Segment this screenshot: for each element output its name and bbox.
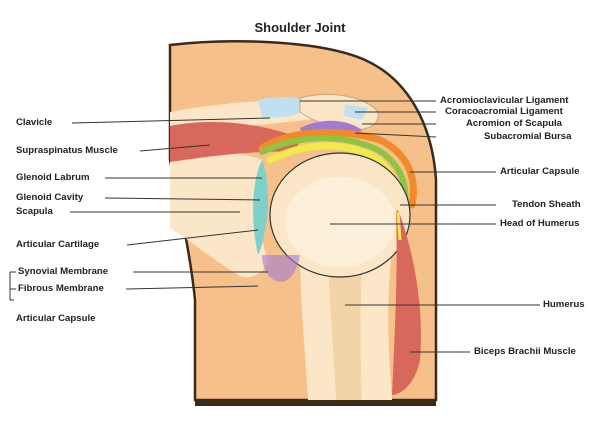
label-subacromial-bursa: Subacromial Bursa — [484, 131, 572, 142]
label-supraspinatus-muscle: Supraspinatus Muscle — [16, 145, 118, 156]
label-acromioclavicular-ligament: Acromioclavicular Ligament — [440, 95, 569, 106]
scapula-bone — [170, 150, 268, 278]
label-articular-capsule-left: Articular Capsule — [16, 313, 96, 324]
label-articular-cartilage: Articular Cartilage — [16, 239, 100, 250]
label-glenoid-labrum: Glenoid Labrum — [16, 172, 90, 183]
acromioclavicular-ligament — [258, 96, 312, 118]
diagram-title: Shoulder Joint — [254, 20, 346, 35]
humerus-head-inner — [285, 177, 395, 267]
biceps-tendon — [396, 211, 402, 241]
label-scapula: Scapula — [16, 206, 53, 217]
humerus-shaft-marrow — [328, 265, 362, 400]
label-synovial-membrane: Synovial Membrane — [18, 266, 109, 277]
label-glenoid-cavity: Glenoid Cavity — [16, 192, 84, 203]
label-tendon-sheath: Tendon Sheath — [512, 199, 581, 210]
bottom-band — [195, 400, 436, 406]
labrum-arc — [259, 135, 409, 208]
glenoid-cavity — [253, 160, 268, 255]
biceps-muscle — [392, 210, 421, 395]
label-biceps-brachii-muscle: Biceps Brachii Muscle — [474, 346, 576, 357]
label-humerus: Humerus — [543, 299, 585, 310]
label-fibrous-membrane: Fibrous Membrane — [18, 283, 104, 294]
label-head-of-humerus: Head of Humerus — [500, 218, 580, 229]
label-articular-capsule-right: Articular Capsule — [500, 166, 580, 177]
supraspinatus-muscle — [170, 122, 300, 162]
label-acromion-of-scapula: Acromion of Scapula — [466, 118, 562, 129]
leader-lines — [9, 100, 540, 353]
inferior-capsule — [262, 255, 300, 282]
label-clavicle: Clavicle — [16, 117, 53, 128]
label-coracoacromial-ligament: Coracoacromial Ligament — [445, 106, 563, 117]
articular-capsule-arc — [258, 128, 417, 209]
